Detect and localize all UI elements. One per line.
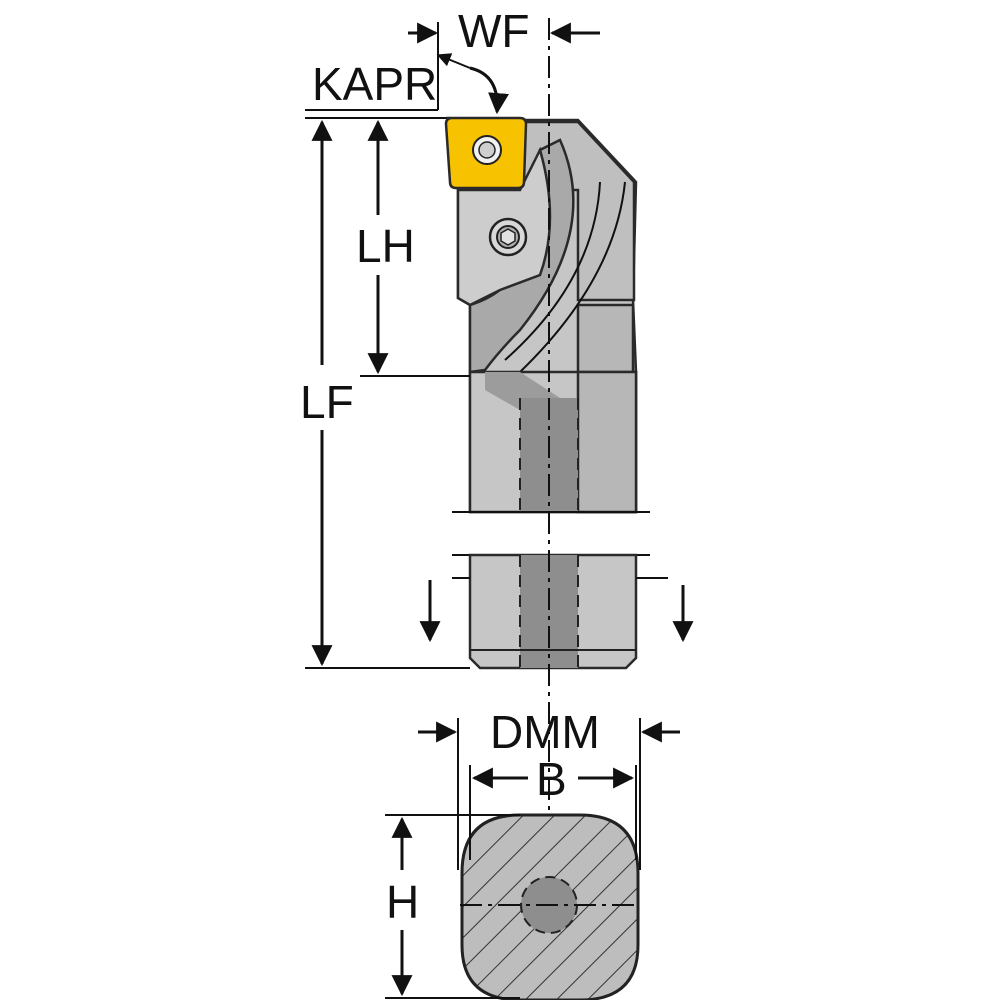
insert-screw-icon: [472, 135, 502, 165]
shank-lower: [468, 553, 638, 670]
h-label: H: [386, 876, 419, 928]
b-label: B: [536, 753, 567, 805]
cross-section: [460, 813, 640, 1000]
kapr-angle-arc: [469, 66, 509, 115]
lf-label: LF: [300, 376, 354, 428]
lh-label: LH: [356, 220, 415, 272]
wf-label: WF: [458, 5, 530, 57]
shank-body: [468, 370, 638, 514]
dmm-label: DMM: [490, 706, 600, 758]
clamp-screw-icon: [488, 217, 528, 257]
groove-edge-2: [519, 181, 626, 373]
kapr-label: KAPR: [312, 58, 437, 110]
kapr-leader: [436, 53, 471, 69]
groove-edge: [504, 181, 601, 361]
